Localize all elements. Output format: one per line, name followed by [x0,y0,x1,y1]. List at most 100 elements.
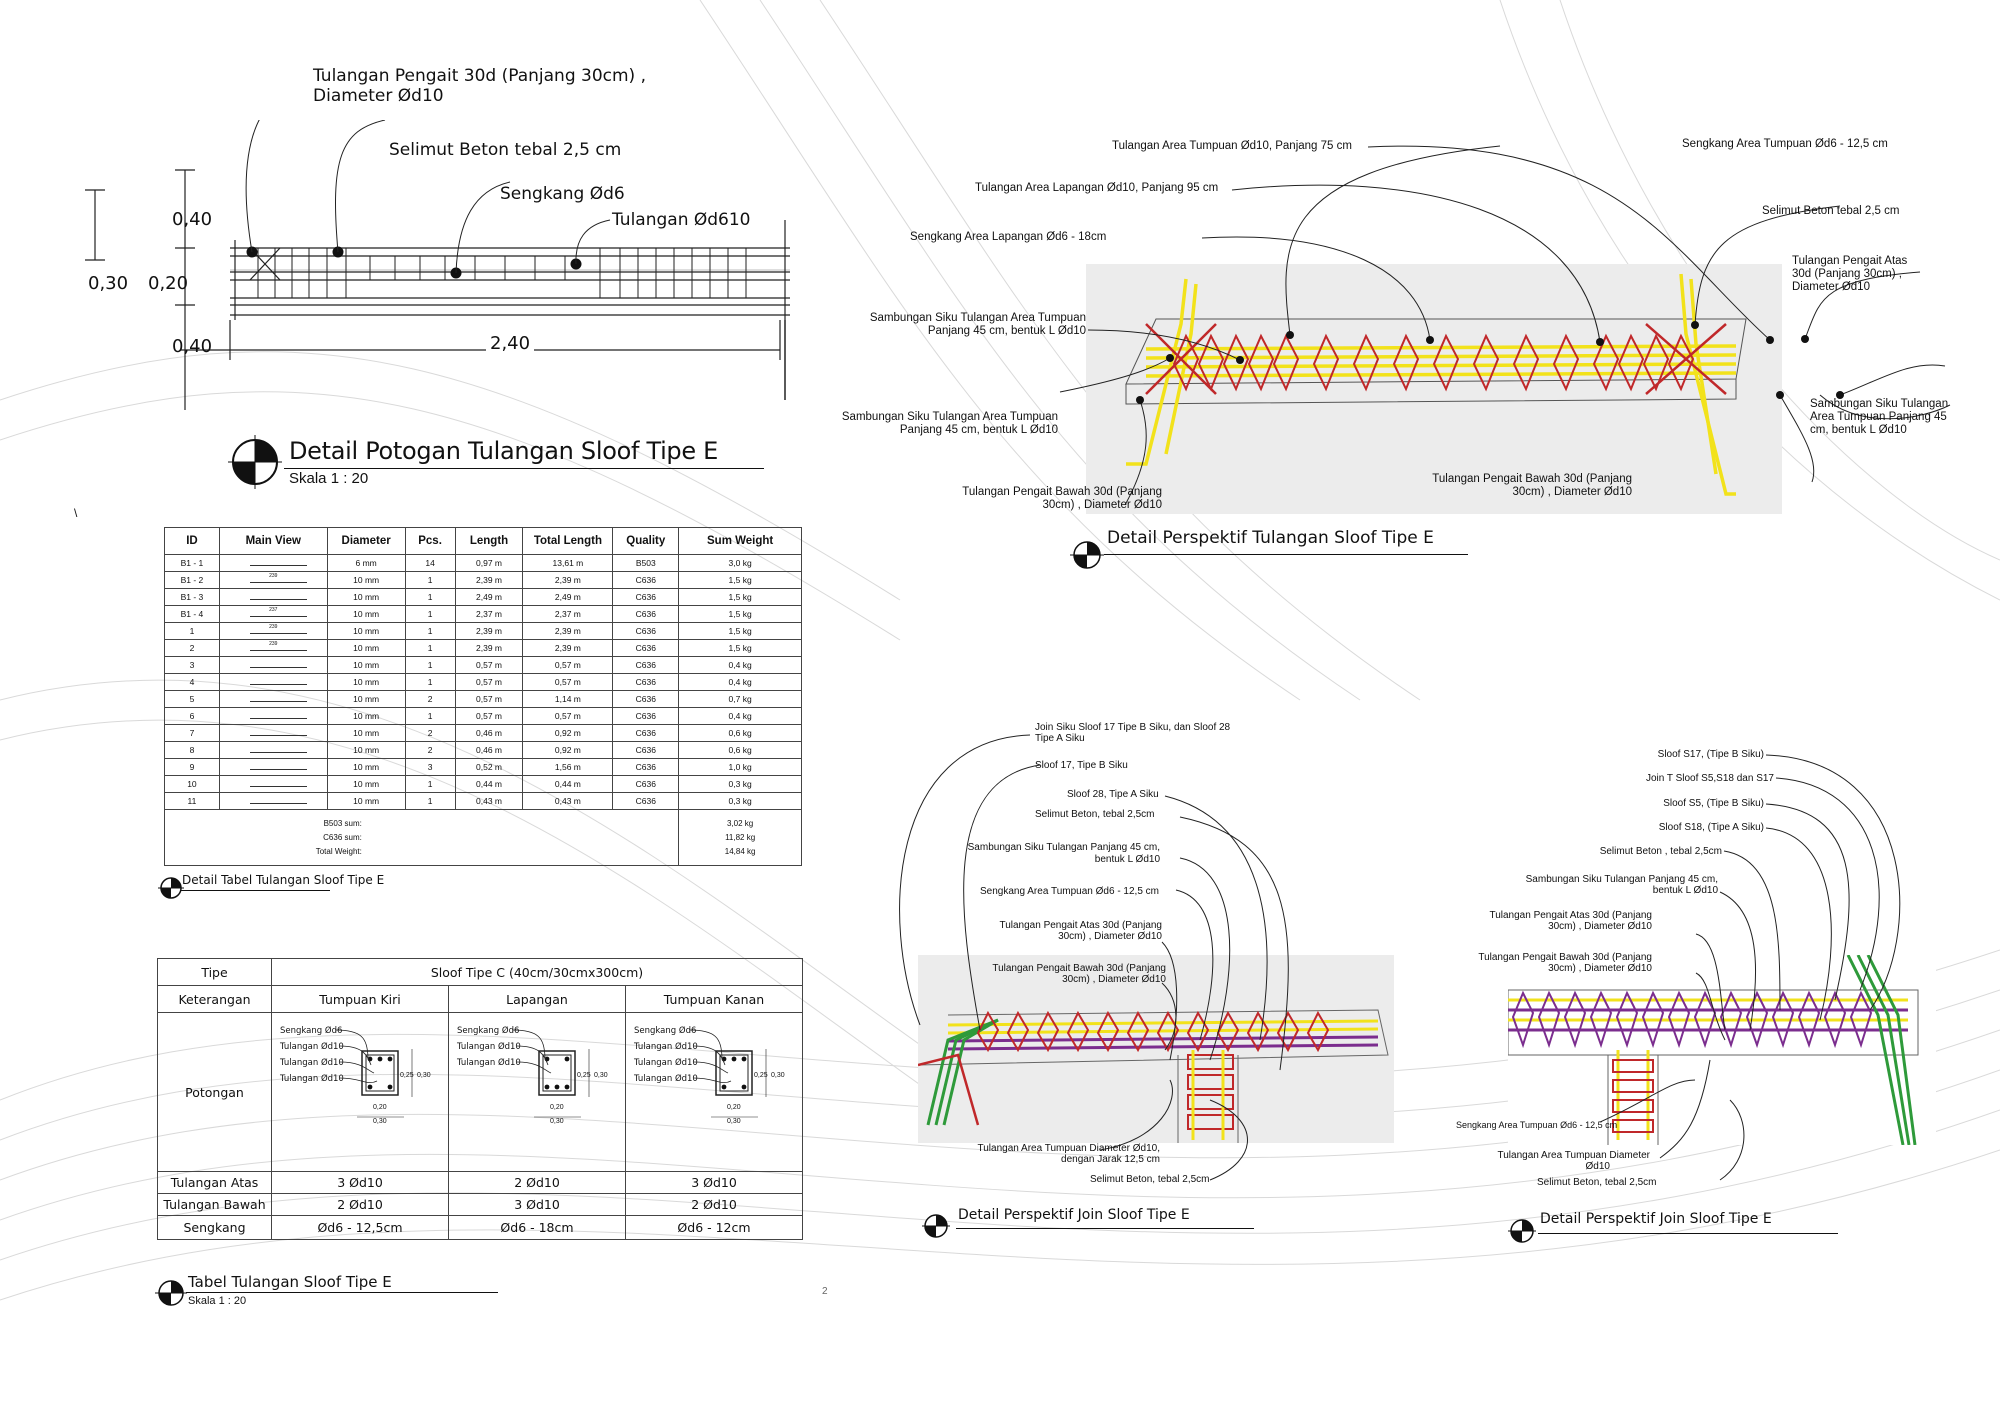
table-cell: 2 [164,639,220,657]
stray-mark: \ [74,506,78,520]
tipe-label: Tipe [157,958,272,986]
rebar-dot [387,1056,393,1062]
table-cell: 2,37 m [522,605,614,623]
section-label: Sengkang Ød6 [634,1025,696,1036]
bar-shape [249,701,307,702]
stirrup [1667,333,1695,392]
bar-shape [249,667,307,668]
table-cell: 10 mm [326,792,406,810]
table-cell: 11 [164,792,220,810]
rebar-dot [721,1084,727,1090]
main-view-cell [218,656,328,674]
stirrup [365,1054,395,1092]
dim-label: 0,30 [727,1118,741,1125]
rebar-line [947,1027,1379,1035]
stirrup [1771,990,1795,1049]
join-right-callout: bentuk L Ød10 [1652,885,1718,896]
corner-bar [1645,323,1727,395]
table-cell: 1,56 m [522,758,614,776]
perspective-title-rule [1104,554,1468,555]
row-label: Tulangan Bawah [157,1193,272,1216]
section-drawing [85,120,790,410]
bar-shape [249,684,307,685]
join-left-callout: Sambungan Siku Tulangan Panjang 45 cm, [967,842,1160,853]
sum-label: B503 sum: [323,818,362,828]
table-cell: 10 mm [326,690,406,708]
table-cell: 1 [404,588,456,606]
table-cell: C636 [612,707,680,725]
section-leader [512,1029,546,1058]
col-header: Total Length [522,527,614,555]
rebar-dot [741,1056,747,1062]
persp-callout: Tulangan Pengait Atas [1792,255,1908,267]
dim-label: 0,20 [373,1104,387,1111]
table-cell: 2,49 m [454,588,524,606]
join-right-drawing [1508,955,1919,1145]
persp-callout: 30cm) , Diameter Ød10 [1512,486,1632,498]
col-header: Quality [612,527,680,555]
stirrup [1823,990,1847,1049]
hook-bar [1689,278,1718,475]
table-cell: 6 [164,707,220,725]
section-label: Tulangan Ød10 [279,1073,344,1084]
table-cell: 0,44 m [454,775,524,793]
bar-length-label: 239 [269,624,278,630]
stirrup [1612,1099,1654,1113]
section-title: Detail Potogan Tulangan Sloof Tipe E [289,437,719,465]
table-cell: 6 mm [326,554,406,572]
join-left-callout: Join Siku Sloof 17 Tipe B Siku, dan Sloo… [1035,722,1231,733]
table-cell: 8 [164,741,220,759]
dim-label: 0,30 [771,1072,785,1079]
table-cell: 1 [404,622,456,640]
table-cell: 0,57 m [454,707,524,725]
table-cell: 10 mm [326,639,406,657]
perspective-title: Detail Perspektif Tulangan Sloof Tipe E [1107,528,1434,548]
stirrup [1719,990,1743,1049]
table-cell: B1 - 3 [164,588,220,606]
bar-shape [249,803,307,804]
table-cell: 10 mm [326,656,406,674]
stirrup [1036,1010,1060,1053]
row-label: Sengkang [157,1215,272,1240]
table-cell: 1 [404,656,456,674]
stirrup [1247,333,1275,392]
table-cell: C636 [612,639,680,657]
corner-bar [1145,323,1217,395]
callout-pengait-2: Diameter Ød10 [313,86,444,106]
dim-label: 0,20 [550,1104,564,1111]
rebar-dot [564,1056,570,1062]
table-cell: 1 [404,707,456,725]
join-right-callout: Sambungan Siku Tulangan Panjang 45 cm, [1525,874,1718,885]
main-view-cell: 237 [218,605,328,623]
join-left-callout: bentuk L Ød10 [1094,854,1160,865]
table-cell: C636 [612,724,680,742]
join-right-callout: Sloof S5, (Tipe B Siku) [1663,798,1764,809]
table-cell: 0,4 kg [678,673,802,691]
dim-label: 0,25 [577,1072,591,1079]
table-cell: 2,39 m [454,639,524,657]
table-cell: 3,0 kg [678,554,802,572]
section-label: Sengkang Ød6 [457,1025,519,1036]
col-header: Diameter [326,527,406,555]
stirrup [1612,1119,1654,1133]
sum-row: B503 sum: C636 sum: Total Weight: 3,02 k… [163,809,802,866]
table-cell: 0,4 kg [678,707,802,725]
section-outline [538,1050,576,1096]
join-left-callout: 30cm) , Diameter Ød10 [1062,974,1166,985]
keterangan-label: Keterangan [157,985,272,1013]
row-value: 3 Ød10 [271,1171,449,1194]
stirrup [1066,1010,1090,1053]
stirrup [1592,333,1620,392]
table-cell: 10 mm [326,724,406,742]
table-cell: 10 mm [326,571,406,589]
dim-label: 0,25 [754,1072,768,1079]
stirrup [1849,990,1873,1049]
join-right-callout: Sengkang Area Tumpuan Ød6 - 12,5 cm [1456,1120,1618,1130]
main-view-cell [218,588,328,606]
beam-outline [1607,1055,1659,1145]
bar-shape [249,769,307,770]
